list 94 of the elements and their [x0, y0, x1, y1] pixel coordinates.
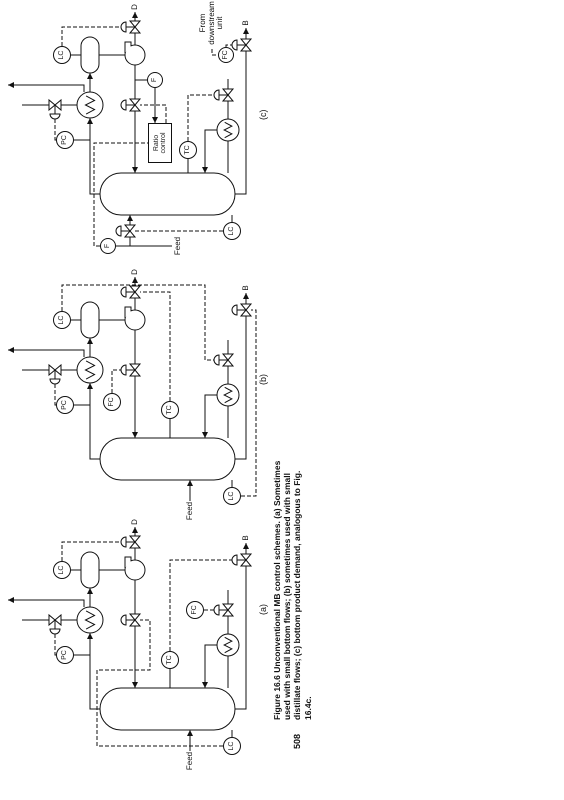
distillation-column: [100, 438, 236, 480]
pipe-line: [74, 404, 90, 406]
pipe-line: [234, 566, 246, 710]
heat-exchanger-symbol: [216, 118, 240, 142]
flow-arrow: [132, 526, 138, 536]
control-valve: [232, 554, 252, 566]
flow-arrow: [8, 82, 84, 92]
flow-arrow: [202, 394, 218, 438]
control-valve: [214, 604, 234, 616]
flow-arrow: [87, 588, 93, 608]
signal-line: [140, 292, 170, 402]
stream-label: Feed: [184, 501, 196, 521]
stream-label: Feed: [172, 236, 184, 256]
pipe-line: [134, 330, 136, 364]
reflux-drum: [80, 36, 100, 74]
figure-caption: Figure 16.6 Unconventional MB control schemes. (a) Sometimes used with small bottom flows; (b) sometimes used with small distillate flows; (c) bottom product demand, analogous to Fig. 16.4c.: [272, 460, 313, 720]
control-valve: [48, 98, 62, 120]
signal-line: [94, 142, 148, 246]
pipe-line: [134, 548, 136, 560]
flow-arrow: [187, 480, 193, 502]
control-valve: [120, 286, 142, 298]
stream-label: D: [129, 2, 141, 12]
distillation-column: [100, 688, 236, 730]
distillation-column: [100, 172, 236, 216]
flow-arrow: [8, 597, 84, 608]
flow-arrow: [132, 276, 138, 286]
flow-arrow: [202, 130, 218, 174]
pipe-line: [234, 50, 246, 194]
signal-line: [240, 310, 256, 496]
pipe-line: [134, 64, 136, 100]
stream-label: B: [240, 533, 252, 543]
flow-arrow: [243, 28, 249, 40]
flow-arrow: [202, 644, 218, 688]
pipe-line: [60, 104, 78, 106]
flow-arrow: [243, 292, 249, 304]
pipe-line: [234, 316, 246, 460]
pipe-line: [134, 32, 136, 46]
flow-arrow: [87, 338, 93, 358]
pipe-line: [134, 580, 136, 614]
control-valve: [48, 614, 62, 634]
pipe-line: [22, 104, 50, 106]
panel-label: (c): [258, 110, 268, 120]
stream-label: Feed: [184, 751, 196, 771]
flow-arrow: [243, 542, 249, 554]
flow-arrow: [132, 626, 138, 688]
pump-symbol: [124, 306, 146, 330]
flow-arrow: [87, 118, 100, 194]
reflux-drum: [80, 552, 100, 588]
heat-exchanger-symbol: [76, 356, 104, 384]
heat-exchanger-symbol: [216, 634, 240, 656]
control-valve: [120, 20, 142, 34]
panel-label: (a): [258, 604, 268, 615]
pipe-line: [134, 298, 136, 310]
flow-arrow: [152, 88, 158, 124]
control-valve: [120, 98, 142, 112]
stream-label: B: [240, 283, 252, 293]
flow-arrow: [132, 12, 138, 22]
stream-label: B: [240, 18, 252, 28]
stream-label: From downstream unit: [201, 0, 223, 49]
pump-symbol: [124, 42, 146, 66]
reflux-drum: [80, 302, 100, 338]
flow-arrow: [87, 72, 93, 92]
page-number: 508: [292, 734, 302, 749]
control-valve: [116, 224, 136, 238]
stream-label: D: [129, 267, 141, 277]
control-valve: [48, 364, 62, 384]
signal-line: [212, 48, 218, 56]
control-valve: [120, 364, 142, 376]
flow-arrow: [87, 632, 100, 710]
flow-arrow: [8, 347, 84, 358]
flow-arrow: [132, 376, 138, 438]
flow-arrow: [132, 110, 138, 174]
heat-exchanger-symbol: [216, 384, 240, 406]
control-valve: [214, 354, 234, 366]
panel-label: (b): [258, 374, 268, 385]
pipe-line: [116, 236, 130, 246]
pipe-line: [74, 654, 90, 656]
signal-line: [140, 104, 166, 124]
pipe-line: [70, 54, 82, 56]
control-valve: [232, 38, 252, 52]
heat-exchanger-symbol: [76, 606, 104, 634]
signal-line: [134, 230, 224, 232]
flow-arrow: [87, 382, 100, 460]
signal-line: [96, 620, 224, 746]
stream-label: D: [129, 517, 141, 527]
pump-symbol: [124, 556, 146, 580]
flow-arrow: [187, 730, 193, 752]
control-valve: [120, 614, 142, 626]
pipe-line: [98, 54, 126, 56]
control-valve: [120, 536, 142, 548]
heat-exchanger-symbol: [76, 92, 104, 118]
control-valve: [214, 88, 234, 102]
flow-arrow: [127, 214, 133, 226]
control-valve: [232, 304, 252, 316]
